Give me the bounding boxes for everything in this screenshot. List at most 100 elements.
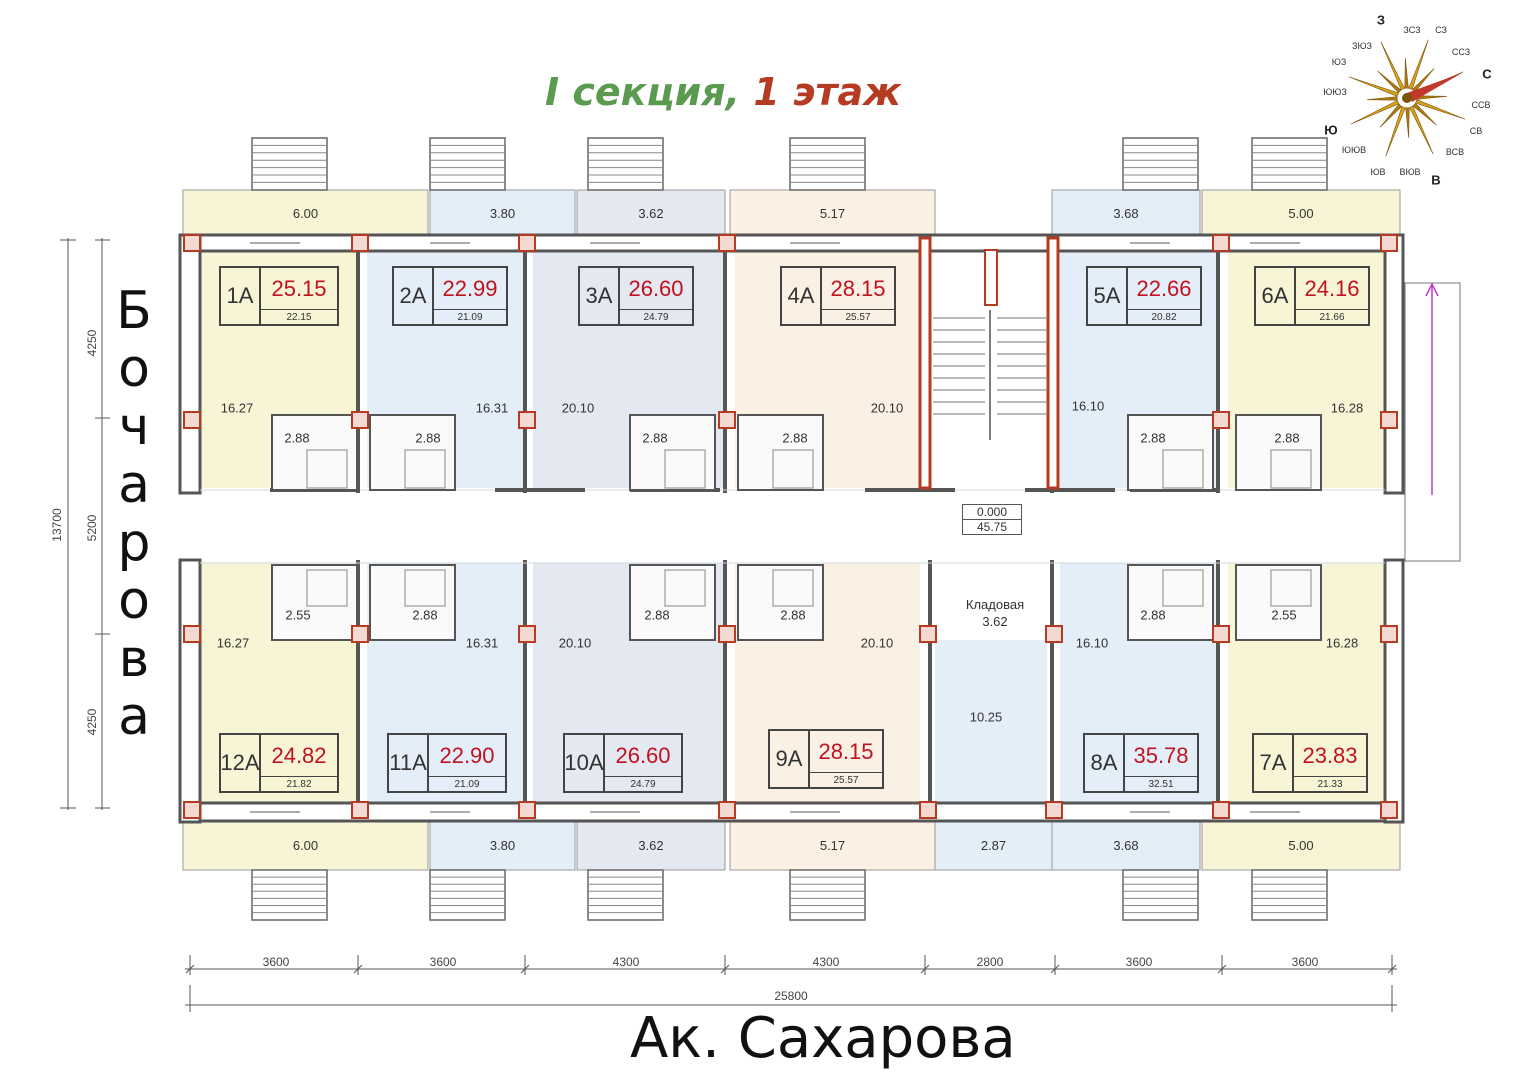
terrace-top-area: 6.00 — [293, 206, 318, 221]
shower — [404, 449, 446, 489]
lobby-area: 45.75 — [963, 519, 1021, 534]
column — [1212, 411, 1230, 429]
street-sakharova-label: Ак. Сахарова — [630, 1006, 1016, 1071]
terrace-bottom — [576, 821, 726, 871]
apartment-total-area: 23.83 — [1302, 742, 1358, 768]
column — [1212, 801, 1230, 819]
room-area: 16.31 — [475, 400, 509, 416]
room-area: 16.10 — [1075, 635, 1109, 651]
compass-direction: Ю — [1324, 122, 1338, 138]
compass-direction: В — [1431, 172, 1441, 188]
compass-direction-minor: ВЮВ — [1399, 167, 1421, 177]
entrance-stairs-top — [429, 137, 506, 191]
compass-direction-minor: СЗ — [1435, 25, 1447, 35]
dimension-tick — [920, 964, 930, 974]
compass-point — [1404, 58, 1409, 89]
apartment-living-area: 20.82 — [1128, 309, 1200, 324]
compass-point — [1379, 103, 1403, 128]
terrace-bottom-area: 2.87 — [981, 838, 1006, 853]
dimension-tick — [520, 964, 530, 974]
bathroom-area: 2.88 — [284, 430, 310, 446]
apartment-code: 2А — [394, 268, 434, 324]
bathroom — [629, 414, 716, 491]
lobby-level: 0.000 — [976, 505, 1008, 519]
terrace-top-area: 3.68 — [1113, 206, 1138, 221]
title-section: I секция, — [545, 70, 741, 114]
dimension-bottom: 2800 — [976, 955, 1004, 969]
apartment-total-area: 28.15 — [830, 275, 886, 301]
terrace-bottom-area: 6.00 — [293, 838, 318, 853]
shower — [772, 449, 814, 489]
bathroom-area: 2.88 — [642, 430, 668, 446]
dimension-left: 4250 — [85, 708, 99, 736]
column — [183, 234, 201, 252]
dimension-left-total: 13700 — [50, 508, 64, 542]
column — [351, 801, 369, 819]
apartment-code: 3А — [580, 268, 620, 324]
bathroom-area: 2.88 — [412, 607, 438, 623]
room-area: 16.28 — [1330, 400, 1364, 416]
terrace-top — [1051, 189, 1201, 236]
column — [518, 801, 536, 819]
entrance-stairs-top — [587, 137, 664, 191]
entrance-stairs-bottom — [1251, 869, 1328, 921]
stair-core — [984, 249, 998, 306]
compass-point — [1367, 96, 1398, 101]
compass-direction-minor: СВ — [1469, 126, 1483, 136]
apartment-code: 6А — [1256, 268, 1296, 324]
apartment-total-area: 28.15 — [818, 738, 874, 764]
outer-wall-left-bottom — [178, 558, 202, 824]
terrace-top — [1201, 189, 1401, 236]
bathroom-area: 2.88 — [1274, 430, 1300, 446]
room-area: 16.31 — [465, 635, 499, 651]
bathroom — [629, 564, 716, 641]
bathroom — [737, 414, 824, 491]
column — [183, 411, 201, 429]
column — [518, 625, 536, 643]
column — [1045, 625, 1063, 643]
dimension-tick — [1387, 964, 1397, 974]
apartment-total-area: 22.90 — [439, 742, 495, 768]
compass-point — [1408, 39, 1429, 90]
room-area: 16.27 — [220, 400, 254, 416]
compass-direction-minor: ССЗ — [1451, 47, 1471, 57]
bathroom — [271, 414, 358, 491]
apartment-code: 5А — [1088, 268, 1128, 324]
terrace-bottom-area: 3.80 — [490, 838, 515, 853]
outer-wall-right-top — [1383, 233, 1405, 495]
dimension-left: 4250 — [85, 329, 99, 357]
terrace-bottom — [729, 821, 936, 871]
compass-point — [1409, 105, 1434, 155]
column — [1212, 234, 1230, 252]
shower — [404, 569, 446, 607]
corridor-fill — [200, 490, 1385, 560]
dimension-bottom: 3600 — [1125, 955, 1153, 969]
storage-room-label: Кладовая 3.62 — [940, 596, 1050, 630]
column — [718, 411, 736, 429]
column — [518, 411, 536, 429]
apartment-living-area: 24.79 — [605, 776, 681, 791]
apartment-code: 12А — [220, 735, 261, 791]
apartment-total-area: 24.82 — [271, 742, 327, 768]
entrance-stairs-bottom — [789, 869, 866, 921]
room-area: 20.10 — [561, 400, 595, 416]
compass-direction-minor: ЮВ — [1370, 167, 1386, 177]
shower — [664, 569, 706, 607]
bathroom — [737, 564, 824, 641]
column — [718, 801, 736, 819]
terrace-bottom — [182, 821, 429, 871]
compass-point — [1415, 99, 1466, 120]
terrace-bottom-area: 3.62 — [638, 838, 663, 853]
